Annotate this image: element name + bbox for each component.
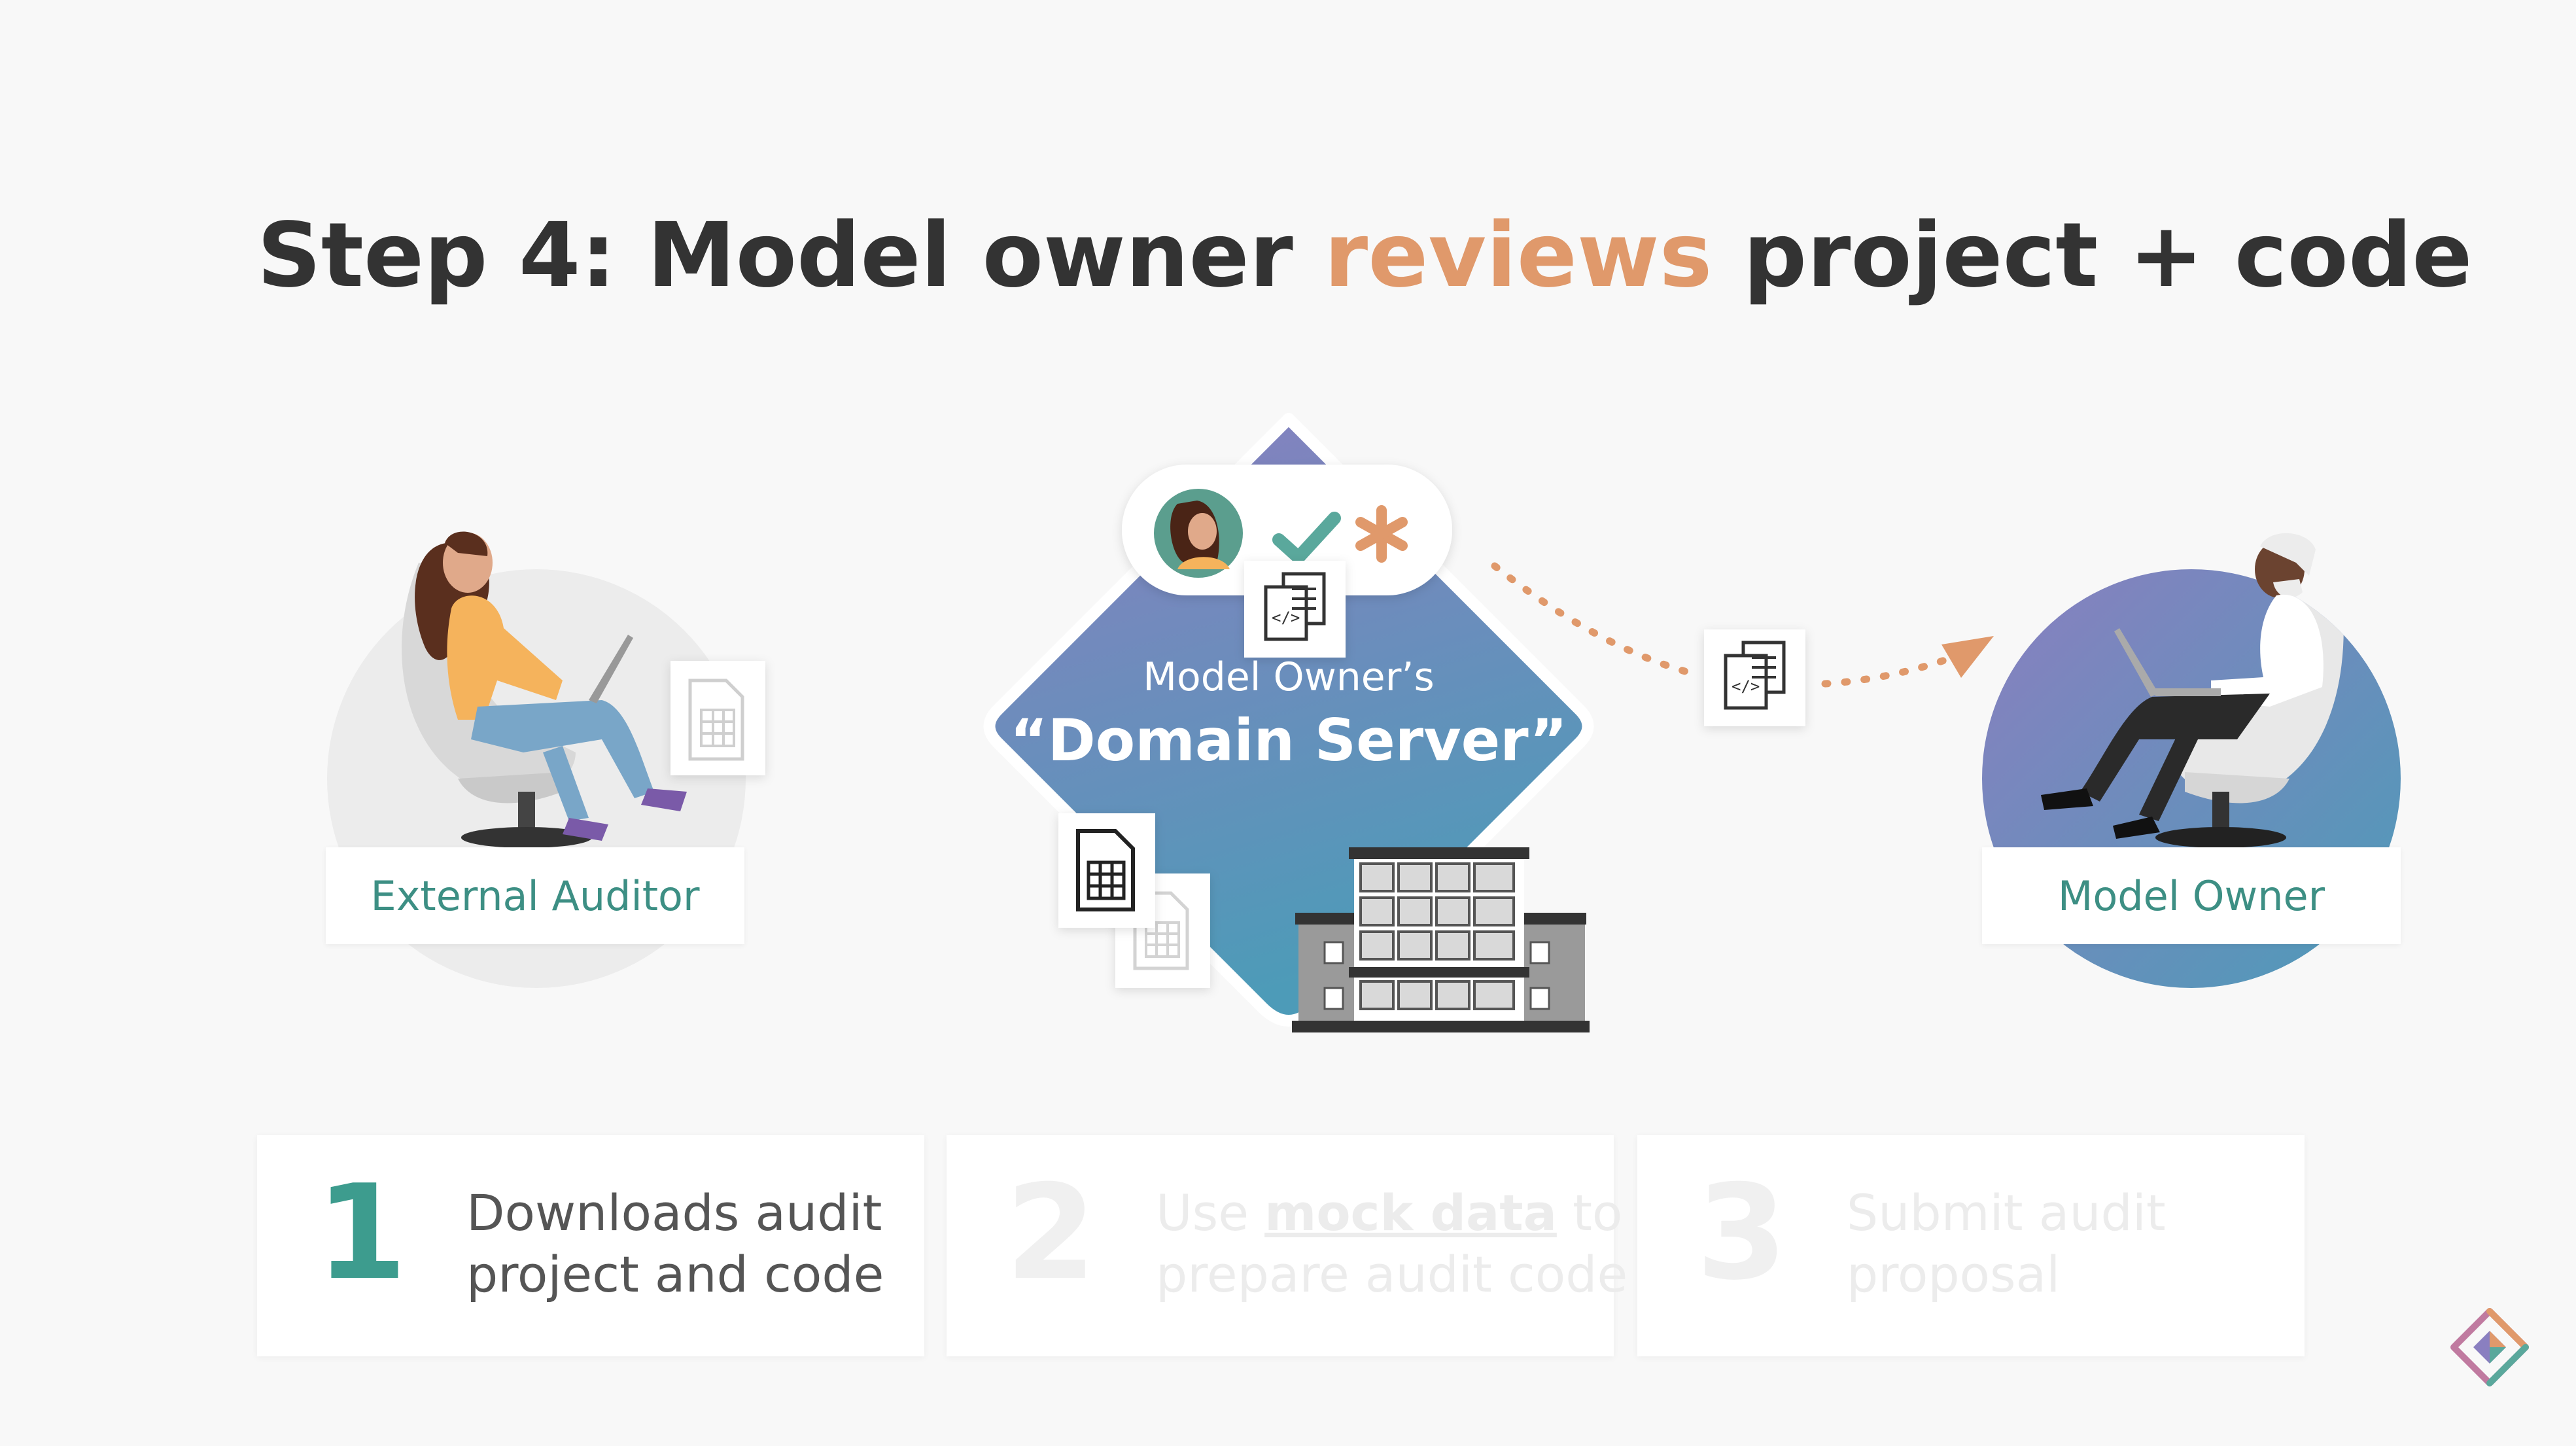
step-number-2: 2 <box>1005 1157 1097 1309</box>
external-auditor-label: External Auditor <box>326 847 744 944</box>
step-2-post: to <box>1556 1184 1623 1242</box>
asterisk-icon <box>1355 505 1408 563</box>
step-1-line-2: project and code <box>466 1245 884 1303</box>
step-3-line-2: proposal <box>1847 1245 2061 1303</box>
server-building-icon <box>1292 847 1590 1032</box>
step-card-2: 2 Use mock data to prepare audit code <box>947 1135 1627 1356</box>
review-status-bubble <box>1122 465 1452 595</box>
step-2-pre: Use <box>1156 1184 1265 1242</box>
server-subtitle: Model Owner’s <box>1143 654 1435 700</box>
step-card-1: 1 Downloads audit project and code <box>257 1135 924 1356</box>
svg-text:</>: </> <box>1272 608 1300 627</box>
step-text-3: Submit audit proposal <box>1847 1182 2166 1305</box>
svg-text:</>: </> <box>1732 677 1760 696</box>
step-number-3: 3 <box>1696 1157 1788 1309</box>
step-3-line-1: Submit audit <box>1847 1184 2166 1242</box>
step-2-line-2: prepare audit code <box>1156 1245 1628 1303</box>
step-card-3: 3 Submit audit proposal <box>1637 1135 2305 1356</box>
arrow-head-icon <box>1941 636 1994 678</box>
check-icon <box>1272 512 1341 564</box>
step-text-1: Downloads audit project and code <box>466 1182 884 1305</box>
step-2-line-1: Use mock data to <box>1156 1182 1627 1244</box>
transfer-arrow <box>1491 562 1994 688</box>
step-1-line-1: Downloads audit <box>466 1184 882 1242</box>
code-document-transfer-icon: </> <box>1704 629 1805 726</box>
step-number-1: 1 <box>316 1157 408 1309</box>
step-text-2: Use mock data to prepare audit code <box>1156 1182 1627 1305</box>
server-title: “Domain Server” <box>1009 707 1568 774</box>
title-prefix: Step 4: Model owner <box>257 204 1325 308</box>
title-accent: reviews <box>1324 204 1713 308</box>
spreadsheet-document-icon-active <box>1058 813 1155 928</box>
mock-data-link[interactable]: mock data <box>1264 1184 1557 1242</box>
brand-logo <box>2450 1308 2529 1386</box>
model-owner-label: Model Owner <box>1982 847 2401 944</box>
page-title: Step 4: Model owner reviews project + co… <box>257 204 2473 308</box>
code-document-icon: </> <box>1244 561 1346 658</box>
title-suffix: project + code <box>1712 204 2473 308</box>
